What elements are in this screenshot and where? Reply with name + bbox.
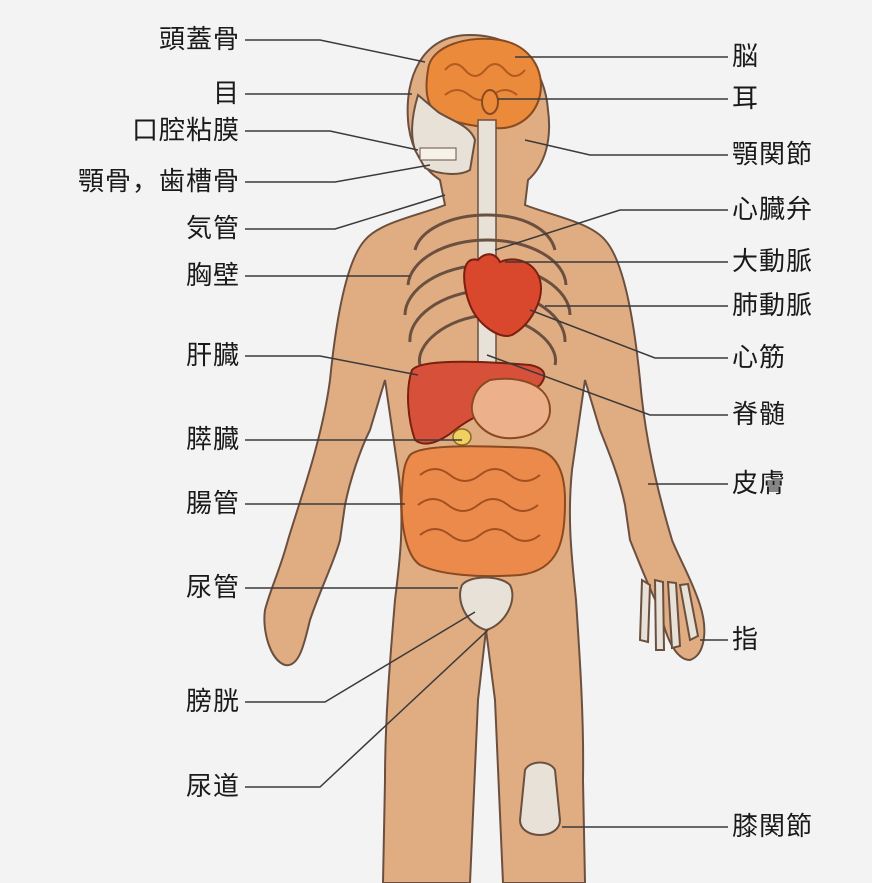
label-chest-wall: 胸壁 <box>186 261 240 291</box>
intestines <box>402 446 565 576</box>
label-ear: 耳 <box>732 84 759 114</box>
label-liver: 肝臓 <box>186 341 240 371</box>
label-spinal-cord: 脊髄 <box>732 400 786 430</box>
teeth <box>420 148 456 160</box>
label-oral-mucosa: 口腔粘膜 <box>132 116 240 146</box>
label-skull: 頭蓋骨 <box>159 25 240 55</box>
label-pancreas: 膵臓 <box>186 425 240 455</box>
label-ureter: 尿管 <box>186 573 240 603</box>
label-jaw-bone: 顎骨，歯槽骨 <box>78 167 240 197</box>
stomach <box>472 379 550 439</box>
label-pulmonary-artery: 肺動脈 <box>732 291 813 321</box>
label-myocardium: 心筋 <box>732 343 786 373</box>
pancreas <box>453 429 471 445</box>
label-eye: 目 <box>213 79 240 109</box>
label-knee: 膝関節 <box>732 812 813 842</box>
label-urethra: 尿道 <box>186 772 240 802</box>
label-aorta: 大動脈 <box>732 247 813 277</box>
label-finger: 指 <box>732 625 759 655</box>
knee-joint <box>520 763 560 836</box>
ear <box>482 90 498 114</box>
label-brain: 脳 <box>732 42 759 72</box>
label-skin: 皮膚 <box>732 469 786 499</box>
label-tmj: 顎関節 <box>732 140 813 170</box>
label-bladder: 膀胱 <box>186 687 240 717</box>
label-trachea: 気管 <box>186 214 240 244</box>
label-intestine: 腸管 <box>186 489 240 519</box>
label-heart-valve: 心臓弁 <box>732 195 813 225</box>
